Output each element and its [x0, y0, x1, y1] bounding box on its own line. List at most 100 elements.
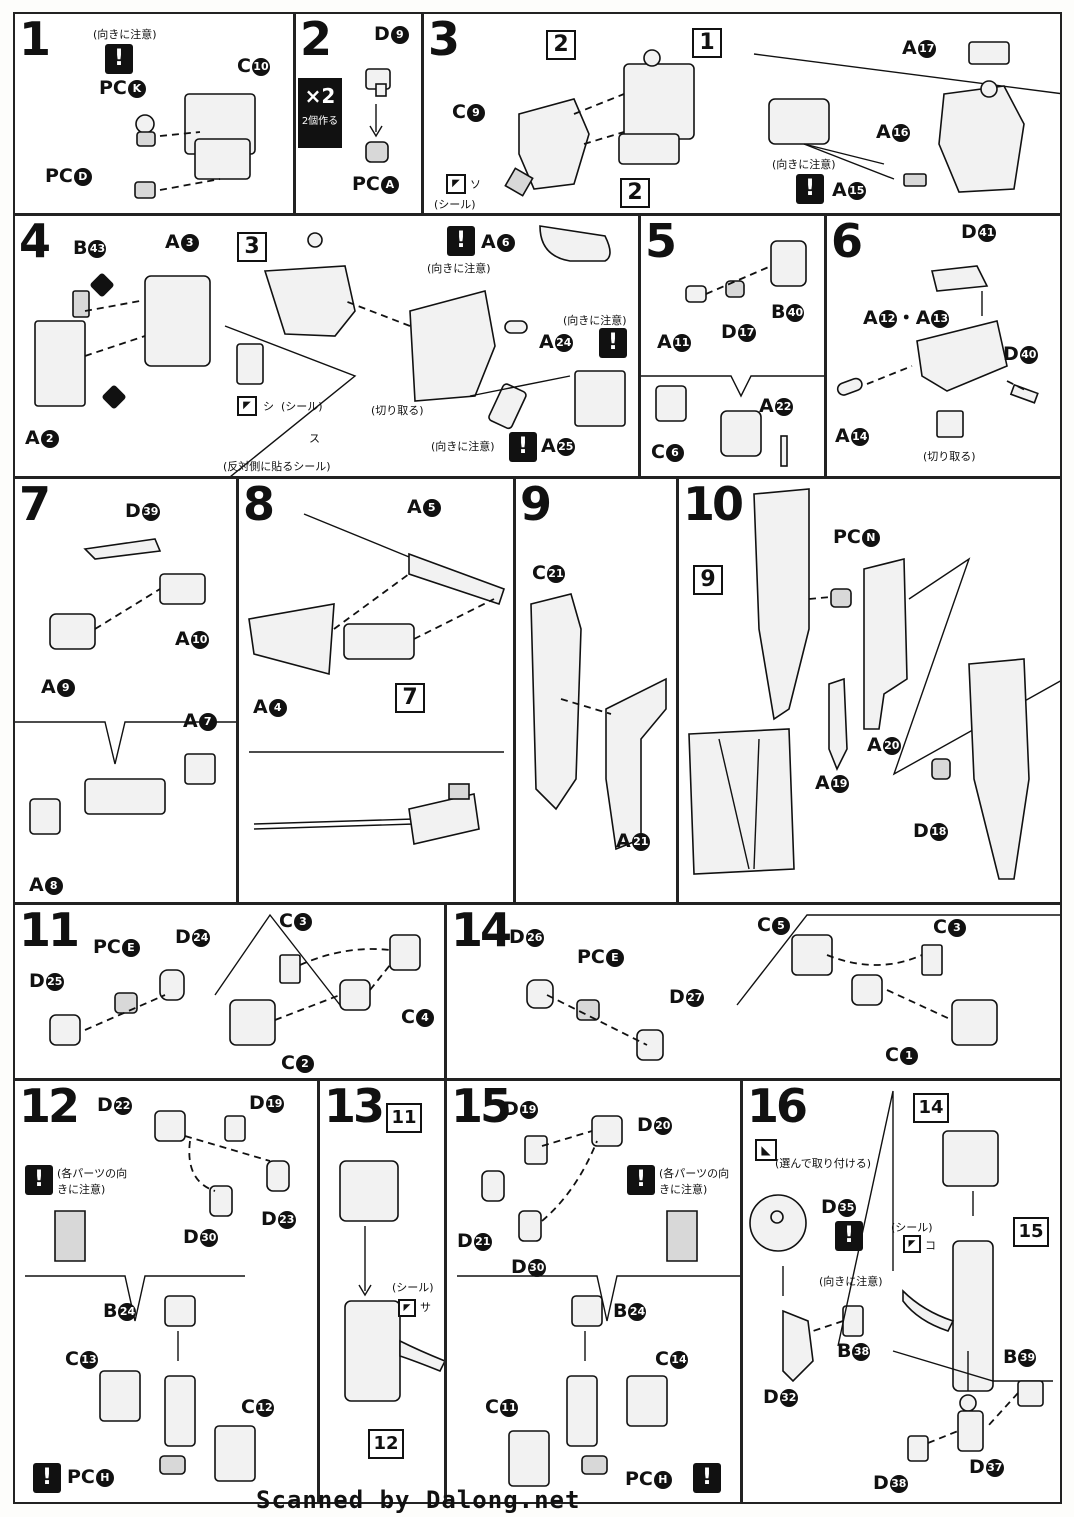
warning-icon: ! — [105, 44, 133, 74]
ref-box-9: 9 — [693, 565, 723, 595]
step-number: 14 — [451, 903, 512, 957]
step-number: 6 — [831, 214, 863, 268]
ref-box-12: 12 — [368, 1429, 404, 1459]
step-15-illustration — [457, 1115, 740, 1487]
seal-box: ◤ — [446, 174, 466, 194]
step-9-illustration — [530, 593, 667, 851]
choose-icon: ◣ — [755, 1139, 777, 1161]
cut-text: (切り取る) — [371, 404, 424, 417]
step-number: 1 — [19, 12, 51, 66]
scanner-credit: Scanned by Dalong.net — [256, 1486, 581, 1514]
warning-icon-2: ! — [599, 328, 627, 358]
step-11-illustration — [49, 913, 421, 1046]
seal-text: (シール) — [891, 1221, 933, 1234]
warning-icon: ! — [25, 1165, 53, 1195]
ref-box-11: 11 — [386, 1103, 422, 1133]
step-number: 11 — [19, 903, 80, 957]
choose-text: (選んで取り付ける) — [775, 1157, 872, 1170]
step-number: 8 — [243, 477, 275, 531]
caution-text: (各パーツの向きに注意) — [57, 1167, 128, 1196]
step-number: 3 — [428, 12, 460, 66]
step-7-illustration — [15, 538, 236, 835]
step-number: 16 — [747, 1079, 808, 1133]
step-number: 2 — [300, 12, 332, 66]
seal-text: (シール) — [281, 400, 323, 413]
warning-icon-2: ! — [693, 1463, 721, 1493]
seal-mark: シ — [263, 400, 274, 413]
seal-box: ◤ — [237, 396, 257, 416]
step-13-panel: 13 11 12 (シール) ◤ サ — [318, 1079, 446, 1504]
caution-text-2: (向きに注意) — [563, 314, 627, 327]
step-10-illustration — [688, 488, 1060, 880]
ref-box-15: 15 — [1013, 1217, 1049, 1247]
step-3-illustration — [504, 41, 1060, 197]
step-number: 5 — [645, 214, 677, 268]
step-13-illustration — [339, 1160, 444, 1402]
warning-icon-2: ! — [33, 1463, 61, 1493]
step-14-illustration — [526, 914, 1060, 1061]
caution-text: (向きに注意) — [93, 28, 157, 41]
step-12-illustration — [25, 1110, 290, 1482]
step-5-illustration — [641, 240, 824, 467]
warning-icon: ! — [627, 1165, 655, 1195]
seal-text: (シール) — [434, 198, 476, 211]
ref-box-2b: 2 — [620, 178, 650, 208]
caution-text: (向きに注意) — [819, 1275, 883, 1288]
ref-box-3: 3 — [237, 232, 267, 262]
seal-mark-2: ス — [309, 432, 320, 445]
seal-box: ◤ — [903, 1235, 921, 1253]
warning-icon-3: ! — [509, 432, 537, 462]
step-4-illustration — [34, 225, 626, 476]
ref-box-1: 1 — [692, 28, 722, 58]
caution-text-1: (向きに注意) — [427, 262, 491, 275]
step-number: 10 — [683, 477, 744, 531]
